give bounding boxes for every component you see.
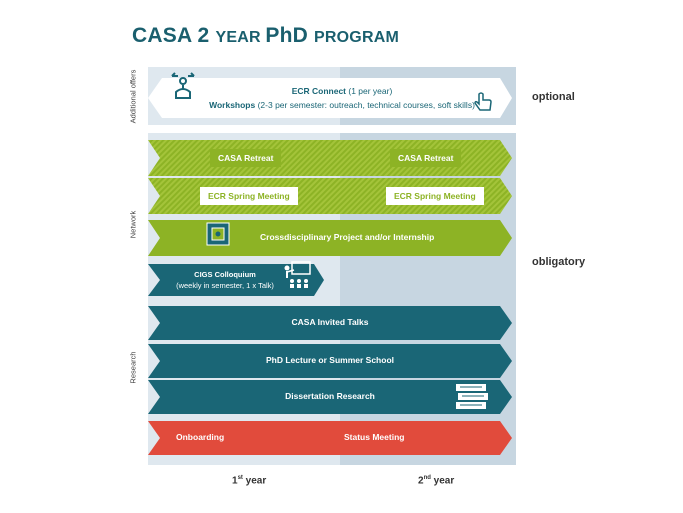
retreat-row: CASA Retreat CASA Retreat — [148, 140, 512, 176]
puzzle-icon — [206, 222, 230, 246]
status-arrow — [148, 421, 512, 455]
pointing-hand-icon — [474, 92, 492, 111]
spring-1-pill: ECR Spring Meeting — [200, 187, 298, 205]
dissertation-row: Dissertation Research — [148, 380, 512, 414]
invited-row: CASA Invited Talks — [148, 306, 512, 340]
spring-2-pill: ECR Spring Meeting — [386, 187, 484, 205]
page-title: CASA 2 YEAR PhD PROGRAM — [132, 24, 399, 47]
lecture-row: PhD Lecture or Summer School — [148, 344, 512, 378]
optional-bar: ECR Connect (1 per year) Workshops (2-3 … — [148, 72, 512, 118]
label-obligatory: obligatory — [532, 256, 586, 268]
dissertation-label: Dissertation Research — [285, 391, 375, 401]
retreat-1-pill: CASA Retreat — [210, 149, 282, 167]
cigs-title: CIGS Colloquium — [194, 270, 256, 279]
invited-label: CASA Invited Talks — [291, 317, 369, 327]
books-icon — [456, 384, 488, 409]
cigs-row: CIGS Colloquium (weekly in semester, 1 x… — [148, 261, 324, 296]
status-row: Onboarding Status Meeting — [148, 421, 512, 455]
presenter-icon — [284, 261, 311, 288]
retreat-2-pill: CASA Retreat — [390, 149, 462, 167]
spring-row: ECR Spring Meeting ECR Spring Meeting — [148, 178, 512, 214]
crossdisc-arrow — [148, 220, 512, 256]
optional-bar-shape — [148, 78, 512, 118]
crossdisc-row: Crossdisciplinary Project and/or Interns… — [148, 220, 512, 256]
side-label-research: Research — [128, 351, 138, 384]
lecture-arrow — [148, 344, 512, 378]
optional-bar-text: ECR Connect (1 per year) Workshops (2-3 … — [209, 86, 475, 110]
invited-arrow — [148, 306, 512, 340]
crossdisc-label: Crossdisciplinary Project and/or Interns… — [260, 232, 435, 242]
lecture-label: PhD Lecture or Summer School — [266, 355, 394, 365]
status-label: Status Meeting — [344, 432, 405, 442]
network-people-icon — [171, 72, 195, 99]
onboarding-label: Onboarding — [176, 432, 225, 442]
label-optional: optional — [532, 91, 575, 103]
side-label-additional: Additional offers — [128, 69, 138, 124]
cigs-arrow — [148, 264, 324, 296]
dissertation-arrow — [148, 380, 512, 414]
cigs-text: CIGS Colloquium (weekly in semester, 1 x… — [170, 269, 280, 291]
cigs-subtitle: (weekly in semester, 1 x Talk) — [176, 281, 274, 290]
year-2-label: 2nd year — [418, 475, 455, 487]
side-label-network: Network — [128, 210, 138, 239]
year-1-label: 1st year — [232, 475, 267, 487]
